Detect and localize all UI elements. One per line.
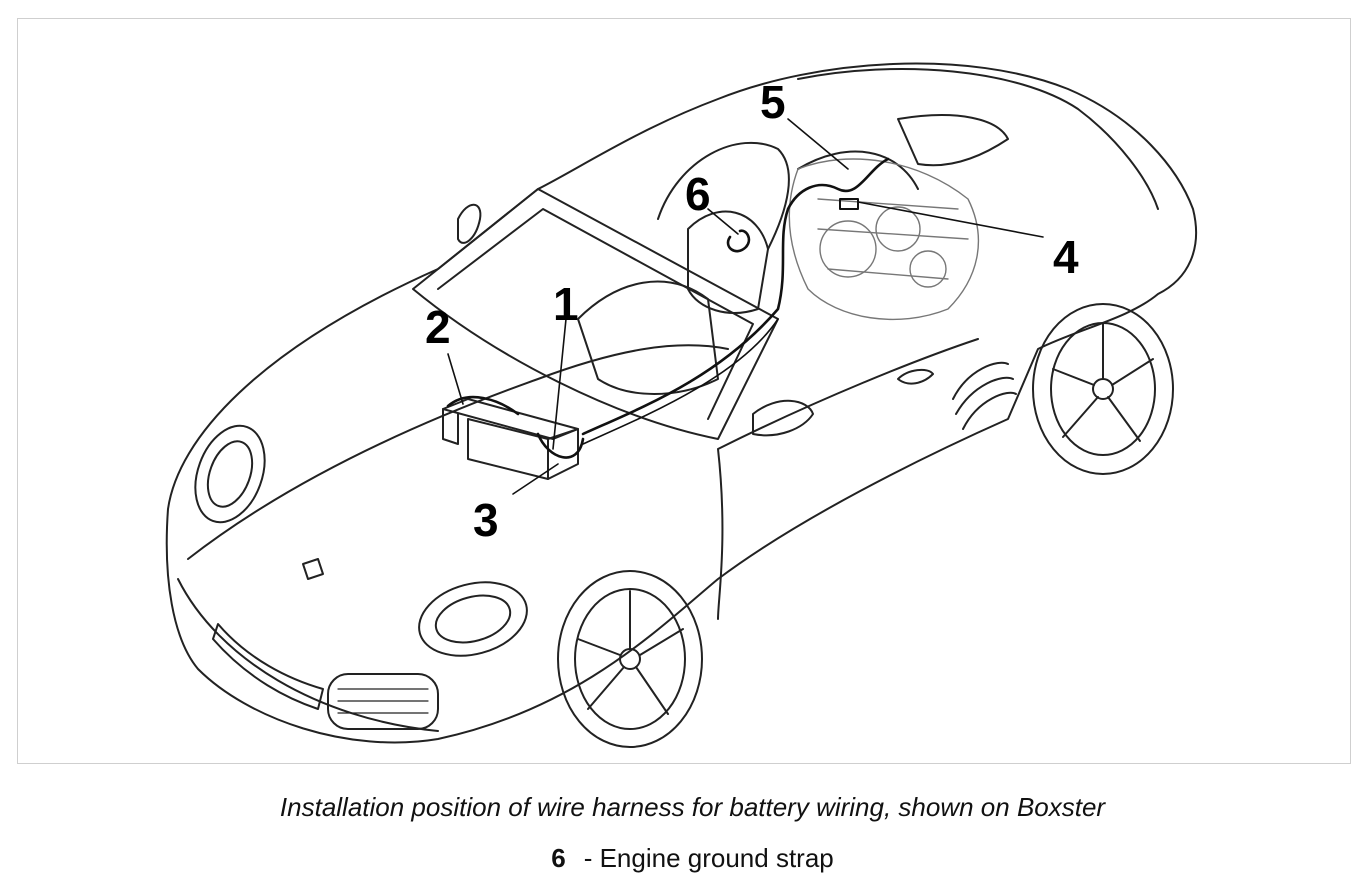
grille-center	[212, 623, 324, 710]
rear-deck	[797, 68, 1159, 210]
emblem	[302, 558, 324, 580]
seat-left	[577, 280, 719, 395]
grille-right	[327, 673, 439, 730]
figure-caption: Installation position of wire harness fo…	[279, 792, 1106, 822]
legend-entry: 6 - Engine ground strap	[0, 843, 1370, 874]
mirror-right	[752, 399, 814, 437]
door-line	[717, 338, 979, 620]
roll-bar-left	[657, 141, 790, 250]
callout-4: 4	[1053, 231, 1079, 283]
illustration-frame: 1 2 3 4 5 6	[17, 18, 1351, 764]
roll-bar-right	[797, 150, 919, 190]
callout-1: 1	[553, 278, 579, 330]
headlight-left	[194, 424, 266, 524]
callout-5: 5	[760, 76, 786, 128]
legend-text: - Engine ground strap	[583, 843, 834, 873]
legend-number: 6	[551, 843, 566, 873]
mirror-left	[457, 203, 482, 244]
door-handle	[897, 368, 934, 385]
seat-right	[687, 210, 769, 314]
side-vent	[952, 361, 1017, 430]
ground-strap	[726, 229, 751, 253]
hood-line	[187, 344, 729, 560]
front-wheel	[557, 570, 703, 748]
engine-outline	[788, 158, 980, 321]
wire-harness	[446, 157, 890, 459]
windshield	[412, 188, 779, 440]
callout-6: 6	[685, 168, 711, 220]
battery	[442, 398, 579, 480]
harness-connector	[839, 198, 859, 210]
rear-wheel	[1032, 303, 1174, 475]
front-bumper-line	[177, 578, 439, 732]
car-illustration	[165, 62, 1198, 748]
callout-2: 2	[425, 301, 451, 353]
headlight-right	[418, 581, 528, 657]
callout-3: 3	[473, 494, 499, 546]
leader-lines	[447, 118, 1044, 495]
car-body-outline	[165, 62, 1198, 744]
